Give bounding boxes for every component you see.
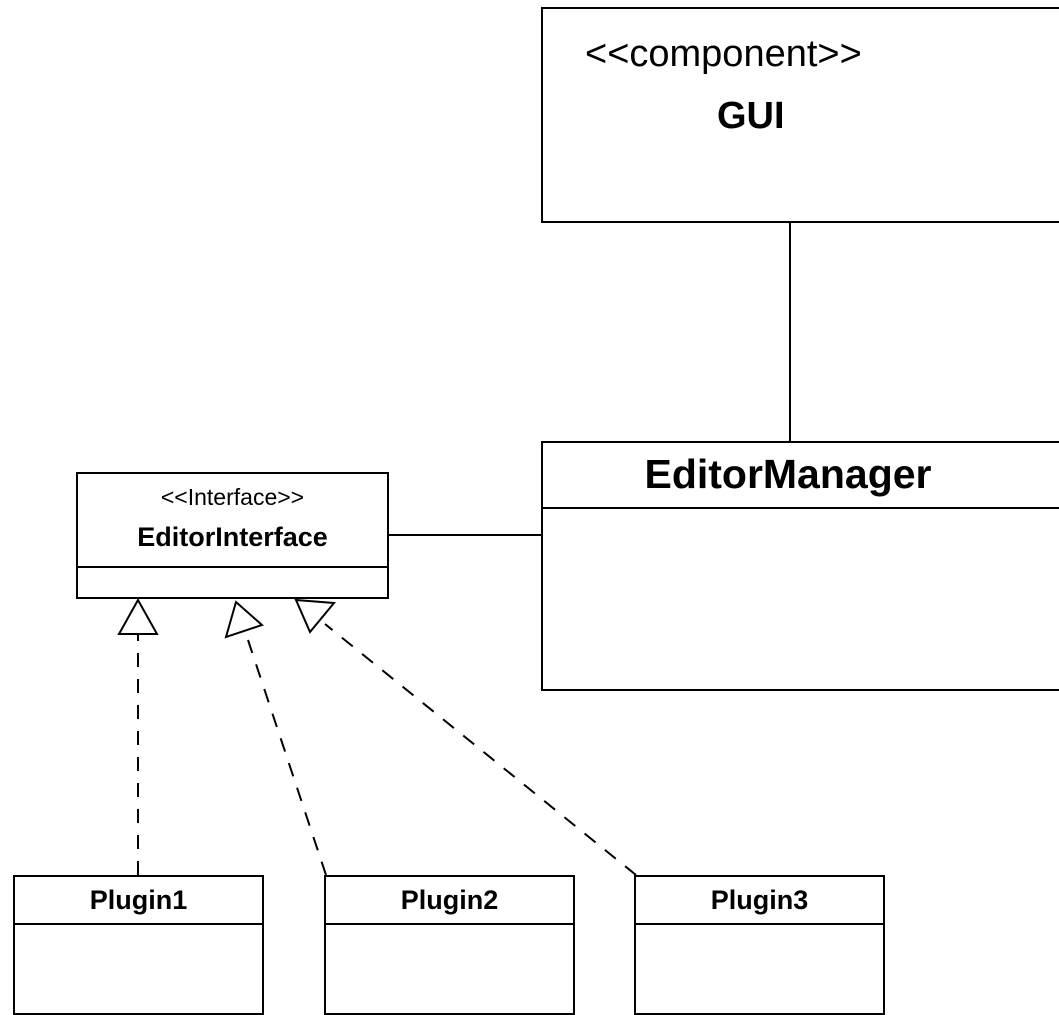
plugin2-name-compartment: Plugin2	[326, 877, 573, 925]
gui-component[interactable]: <<component>> GUI	[541, 7, 1059, 223]
gui-component-stereotype: <<component>>	[585, 33, 862, 75]
plugin1-name-compartment: Plugin1	[15, 877, 262, 925]
editormanager-name: EditorManager	[644, 451, 932, 497]
editorinterface-class[interactable]: <<Interface>> EditorInterface	[76, 472, 389, 599]
plugin2-realization-arrowhead	[224, 600, 264, 639]
gui-component-name: GUI	[717, 95, 785, 137]
editormanager-name-compartment: EditorManager	[543, 443, 1059, 509]
editorinterface-stereotype: <<Interface>>	[160, 484, 305, 510]
editorinterface-name-compartment: <<Interface>> EditorInterface	[78, 474, 387, 568]
plugin3-name: Plugin3	[710, 885, 809, 915]
editorinterface-name: EditorInterface	[137, 522, 328, 552]
plugin1-class[interactable]: Plugin1	[13, 875, 264, 1015]
plugin1-name: Plugin1	[89, 885, 188, 915]
plugin3-realization-arrowhead	[294, 598, 336, 634]
plugin2-class[interactable]: Plugin2	[324, 875, 575, 1015]
editormanager-class[interactable]: EditorManager	[541, 441, 1059, 691]
plugin2-name: Plugin2	[400, 885, 499, 915]
plugin1-realization-arrowhead	[117, 597, 159, 635]
plugin3-name-compartment: Plugin3	[636, 877, 883, 925]
plugin2-realization-line	[247, 639, 327, 876]
plugin3-class[interactable]: Plugin3	[634, 875, 885, 1015]
